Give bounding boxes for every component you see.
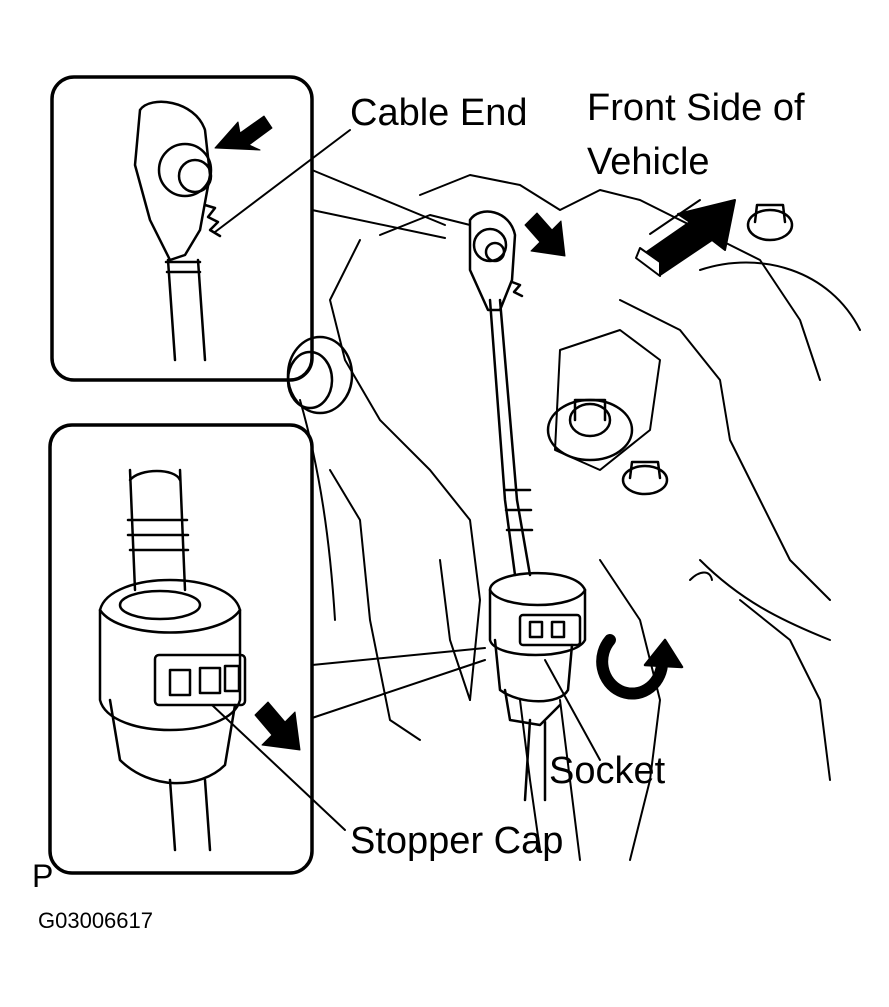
cable-end-label: Cable End <box>350 92 528 134</box>
shift-cable <box>468 210 534 577</box>
figure-id: G03006617 <box>38 908 153 933</box>
socket-label: Socket <box>549 750 666 792</box>
grommet <box>286 335 354 415</box>
stopper-cap-label: Stopper Cap <box>350 820 564 862</box>
housing-outline <box>299 174 861 861</box>
bolt <box>546 398 634 462</box>
bolt <box>621 460 669 496</box>
socket <box>488 571 587 802</box>
front-side-label-line2: Vehicle <box>587 141 710 183</box>
stopper-cap-detail-inset <box>48 423 601 875</box>
pull-arrow-icon <box>524 212 566 257</box>
view-letter: P <box>32 858 54 894</box>
front-direction-arrow-icon <box>637 199 736 276</box>
pull-arrow-icon <box>254 701 301 751</box>
push-arrow-icon <box>214 115 273 151</box>
cable-end-detail-inset <box>50 75 446 382</box>
bolt <box>746 203 794 242</box>
front-side-label-line1: Front Side of <box>587 87 805 129</box>
rotate-arrow-icon <box>596 634 684 700</box>
